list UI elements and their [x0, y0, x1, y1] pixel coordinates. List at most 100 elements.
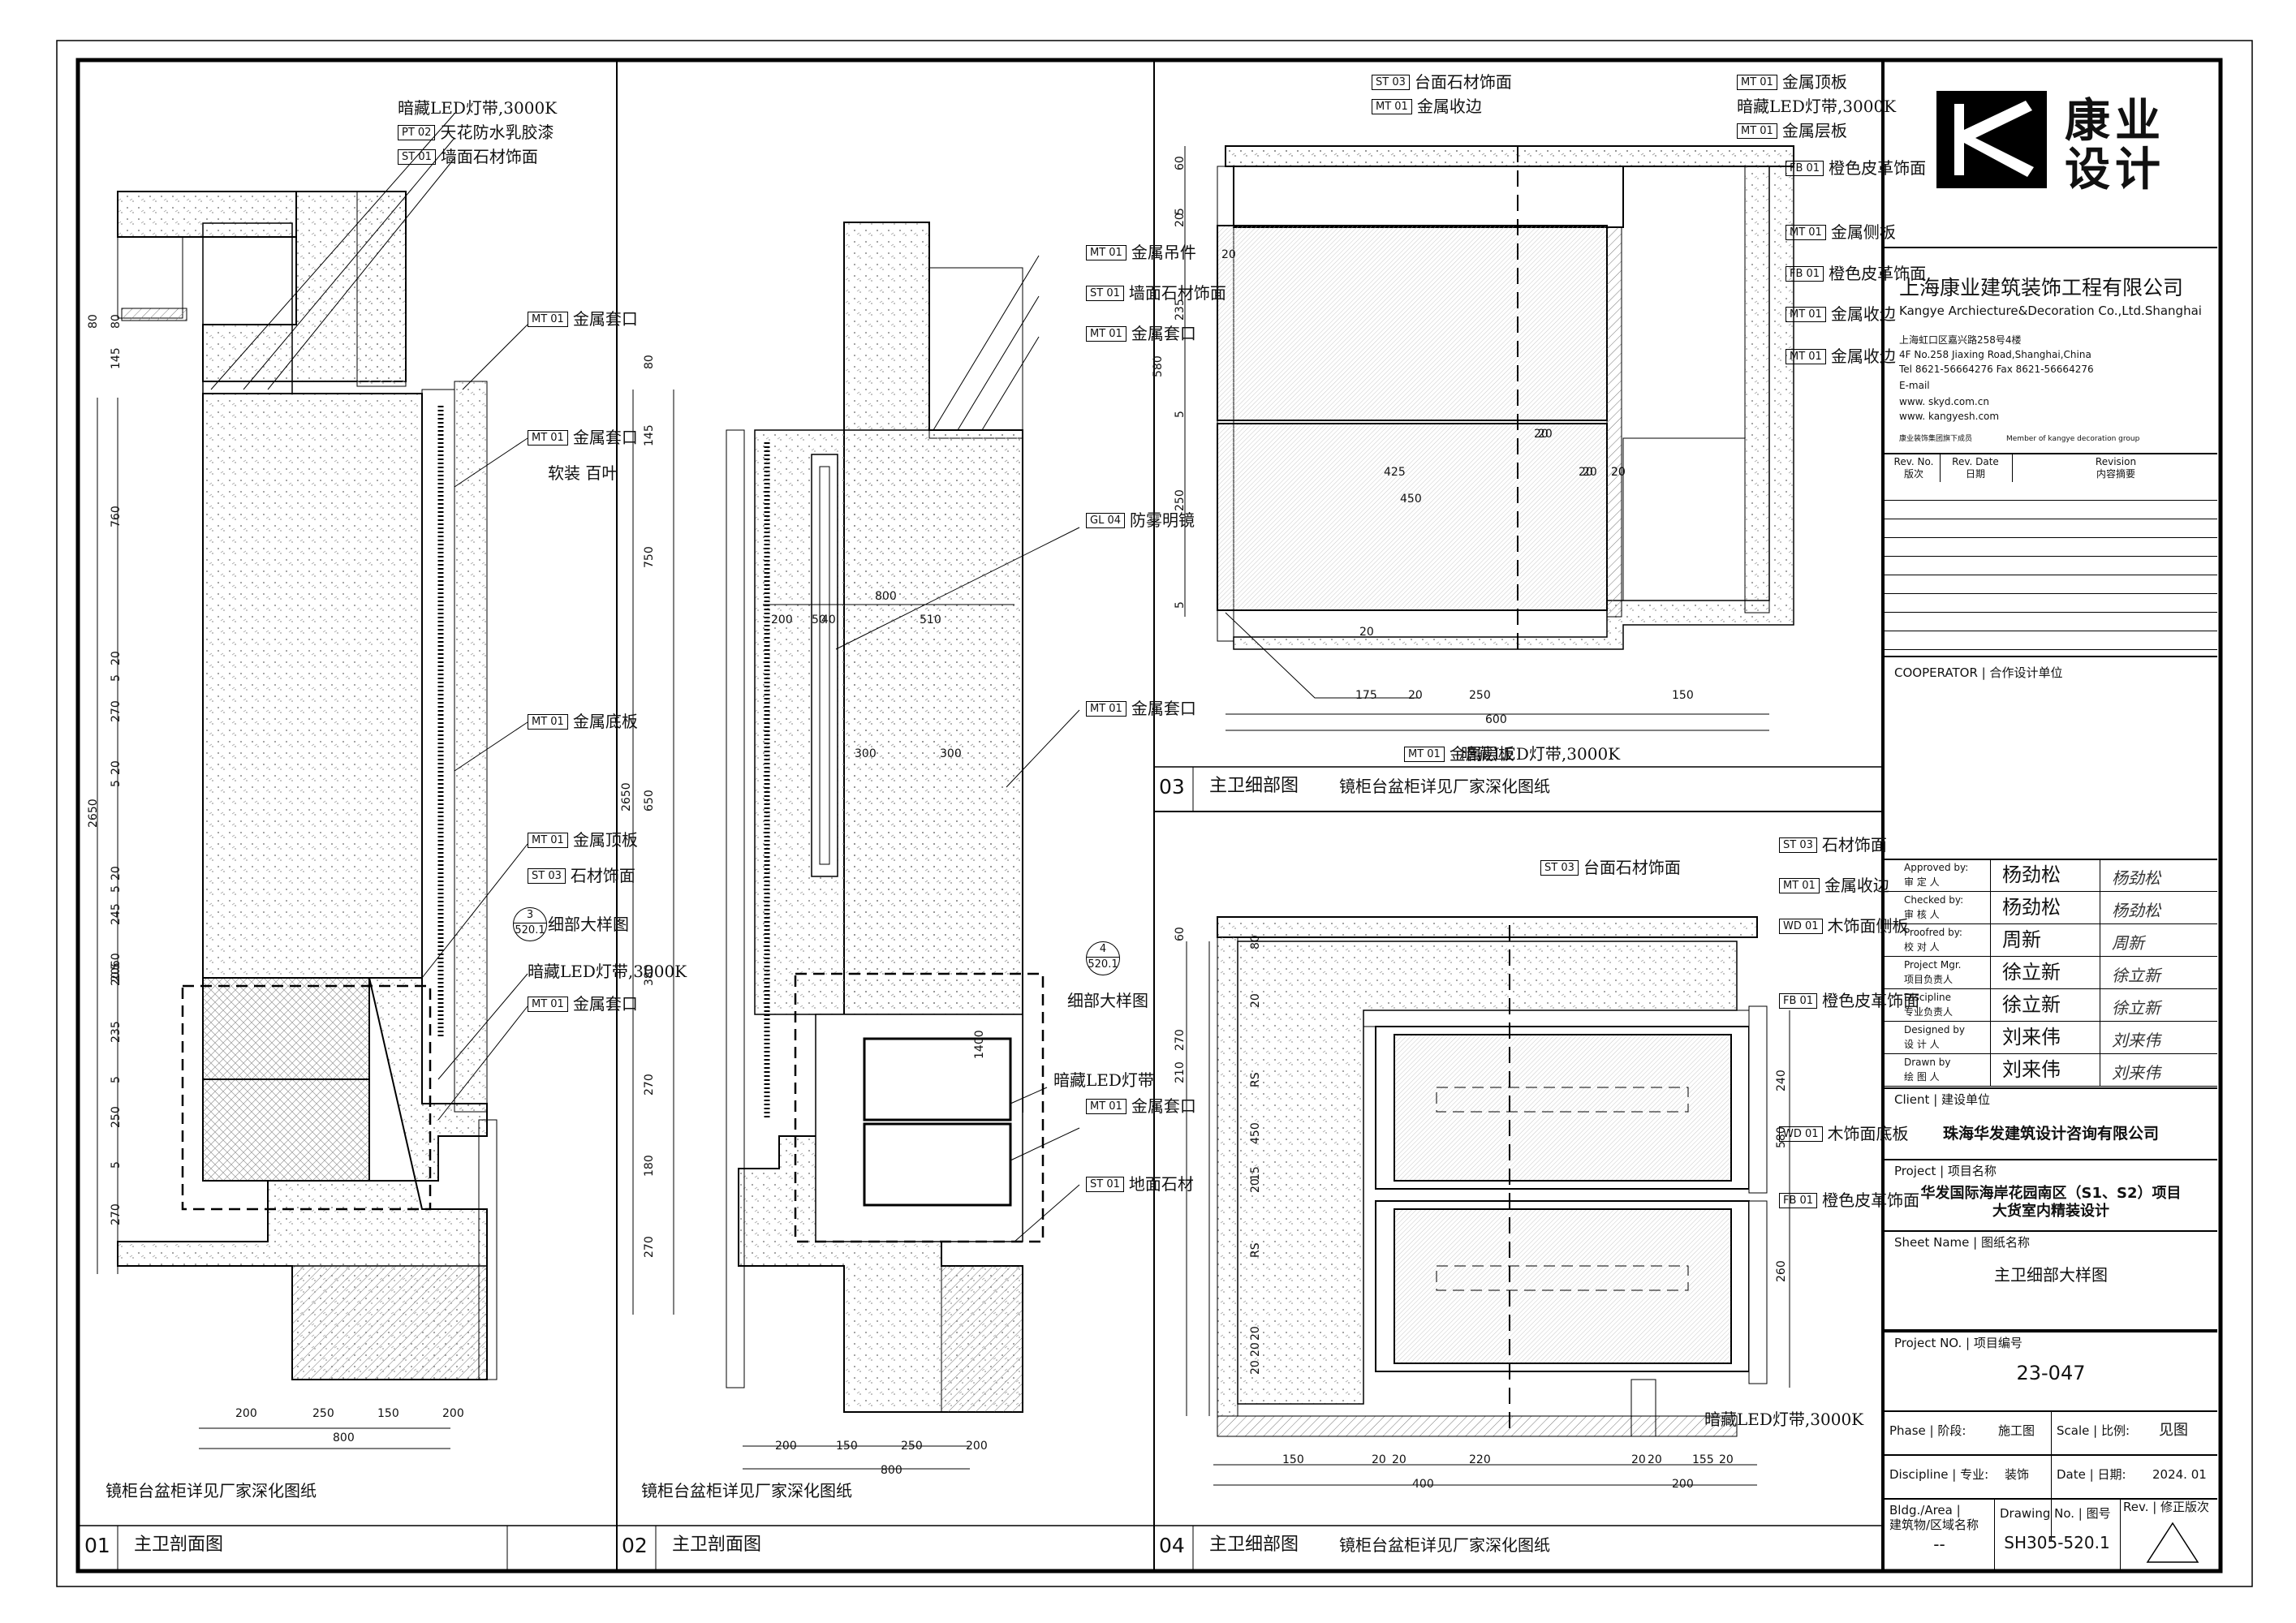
dimension-label: 400 — [1412, 1478, 1434, 1491]
dimension-label: 450 — [1249, 1122, 1262, 1144]
approval-signature: 徐立新 — [2112, 966, 2160, 985]
material-text: 细部大样图 — [548, 915, 629, 934]
approval-name: 徐立新 — [2002, 961, 2061, 984]
dimension-label: 20 — [1249, 1360, 1262, 1375]
material-code: MT 01 — [1737, 123, 1777, 139]
dimension-label: 40 — [821, 613, 836, 626]
dimension-label: 235 — [1174, 299, 1187, 321]
approval-signature: 刘来伟 — [2112, 1063, 2160, 1083]
revision-cn: 内容摘要 — [2096, 468, 2135, 480]
material-text: 橙色皮革饰面 — [1829, 158, 1927, 178]
group-cn: 康业装饰集团旗下成员 — [1899, 435, 1973, 443]
approval-role-en: Project Mgr. — [1904, 959, 1962, 971]
approval-row: Project Mgr. 项目负责人 徐立新 徐立新 — [1885, 956, 2217, 989]
approval-signature: 杨劲松 — [2112, 868, 2160, 888]
approval-signature: 徐立新 — [2112, 998, 2160, 1018]
dimension-label: 20 — [1249, 1342, 1262, 1357]
material-tag: 暗藏LED灯带,3000K — [1461, 745, 1620, 763]
callout-p2-top: 4 — [1099, 943, 1107, 955]
dimension-label: 580 — [1152, 355, 1165, 377]
panel-02-num: 02 — [622, 1534, 648, 1557]
dimension-label: 510 — [920, 613, 941, 626]
material-tag: 细部大样图 — [548, 915, 629, 933]
scale-label: Scale | 比例: — [2057, 1423, 2130, 1438]
panel-02-title: 主卫剖面图 — [672, 1535, 762, 1555]
material-text: 金属收边 — [1824, 876, 1889, 895]
dimension-label: 580 — [1775, 1126, 1788, 1148]
approval-role-cn: 校 对 人 — [1904, 941, 1940, 953]
dimension-label: 5 — [110, 674, 123, 682]
panel-04-num: 04 — [1159, 1534, 1185, 1557]
dimension-label: 5 — [1174, 411, 1187, 418]
material-text: 暗藏LED灯带,3000K — [528, 962, 687, 981]
dimension-label: 180 — [643, 1155, 656, 1177]
dimension-label: 650 — [643, 790, 656, 812]
approval-role-en: Discipline — [1904, 992, 1952, 1003]
dimension-label: 800 — [333, 1431, 355, 1444]
dimension-label: 145 — [110, 347, 123, 369]
material-text: 金属顶板 — [572, 830, 638, 850]
dimension-label: 5 — [110, 780, 123, 787]
dimension-label: 250 — [1469, 689, 1491, 702]
material-tag: 暗藏LED灯带,3000K — [1737, 97, 1896, 115]
dimension-label: 20 — [1249, 993, 1262, 1008]
approval-signature: 刘来伟 — [2112, 1031, 2160, 1050]
dimension-label: 200 — [1672, 1478, 1694, 1491]
material-text: 地面石材 — [1128, 1174, 1194, 1194]
dimension-label: 270 — [110, 1203, 123, 1225]
dimension-label: 425 — [1384, 466, 1406, 479]
panel-03-detail — [1184, 145, 1794, 731]
material-code: ST 03 — [528, 867, 566, 884]
dimension-label: 270 — [643, 1074, 656, 1096]
material-code: WD 01 — [1779, 918, 1823, 934]
dimension-label: 150 — [1672, 689, 1694, 702]
approval-role-en: Proofred by: — [1904, 927, 1962, 938]
dimension-label: 220 — [1469, 1453, 1491, 1466]
material-text: 金属吊件 — [1131, 243, 1196, 262]
panel-04-title: 主卫细部图 — [1209, 1535, 1299, 1555]
dimension-label: 5 — [110, 1161, 123, 1169]
website-1: www. skyd.com.cn — [1899, 396, 1989, 407]
revision-table-rows — [1885, 482, 2217, 656]
approval-role-en: Approved by: — [1904, 862, 1969, 873]
dimension-label: 2060 — [110, 953, 123, 982]
dimension-label: 450 — [1400, 493, 1422, 506]
material-code: MT 01 — [1786, 224, 1826, 240]
approval-role-en: Drawn by — [1904, 1057, 1951, 1068]
address-cn: 上海虹口区嘉兴路258号4楼 — [1899, 334, 2022, 346]
material-code: ST 03 — [1779, 837, 1817, 853]
material-code: MT 01 — [1086, 325, 1126, 342]
approval-role-cn: 专业负责人 — [1904, 1006, 1954, 1018]
logo-text: 康业设计 — [2065, 95, 2165, 196]
material-code: FB 01 — [1786, 265, 1824, 282]
sheet-name: 主卫细部大样图 — [1994, 1265, 2108, 1285]
dimension-label: 80 — [1249, 935, 1262, 949]
material-text: 暗藏LED灯带,3000K — [398, 98, 558, 118]
material-text: 金属套口 — [1131, 1096, 1196, 1116]
material-text: 金属套口 — [572, 428, 638, 447]
title-block: 康业设计 上海康业建筑装饰工程有限公司 Kangye Archiecture&D… — [1885, 63, 2217, 1571]
approval-role-cn: 项目负责人 — [1904, 974, 1954, 985]
dimension-label: 20 — [1583, 466, 1597, 479]
dimension-label: RS — [1249, 1242, 1262, 1258]
dimension-label: 80 — [110, 314, 123, 329]
material-text: 金属底板 — [572, 712, 638, 731]
material-text: 金属收边 — [1830, 347, 1896, 366]
client-label: Client | 建设单位 — [1894, 1092, 1991, 1107]
dimension-label: 20 — [1534, 428, 1549, 441]
project-line-1: 华发国际海岸花园南区（S1、S2）项目 — [1920, 1185, 2182, 1202]
dimension-label: 80 — [643, 355, 656, 369]
cooperator-label: COOPERATOR | 合作设计单位 — [1894, 665, 2063, 680]
